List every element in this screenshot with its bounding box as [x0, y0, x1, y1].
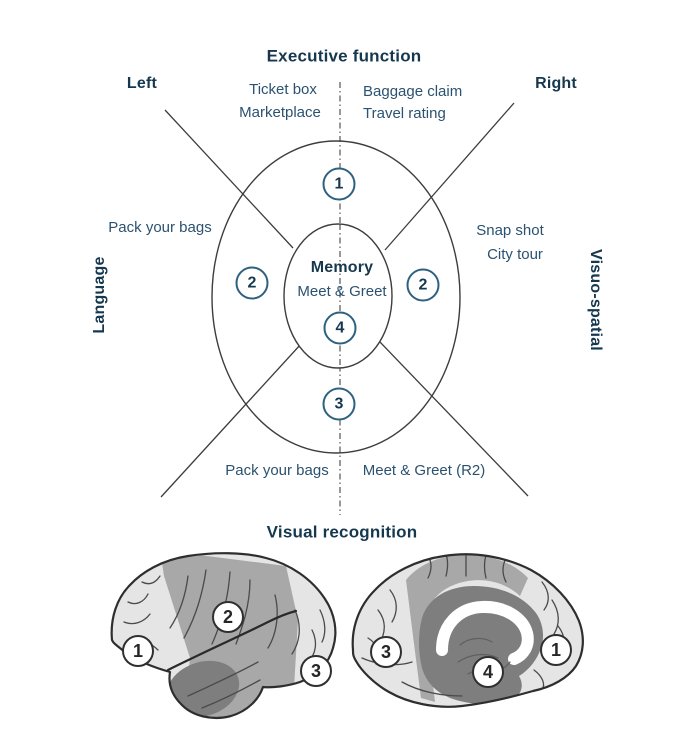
brain-medial-regions: [352, 554, 583, 707]
brain-medial-outline: [351, 553, 584, 708]
brain-lateral-marker-1: 1: [122, 635, 154, 667]
inner-memory-ellipse: [283, 223, 393, 369]
divider-top-right-line: [384, 102, 515, 251]
memory-title: Memory: [310, 259, 374, 277]
left-hemisphere-label: Left: [126, 75, 158, 93]
game-city-tour: City tour: [487, 245, 543, 263]
region-marker-visual: 3: [322, 387, 356, 421]
game-baggage-claim: Baggage claim: [363, 82, 463, 100]
executive-function-title: Executive function: [266, 46, 422, 66]
region-marker-language: 2: [235, 266, 269, 300]
brain-medial-marker-4: 4: [472, 656, 504, 688]
brain-lateral-marker-3: 3: [300, 655, 332, 687]
region-marker-visuospatial: 2: [406, 268, 440, 302]
divider-bottom-left-line: [160, 343, 302, 498]
right-hemisphere-label: Right: [535, 75, 577, 93]
visual-recognition-title: Visual recognition: [266, 522, 418, 542]
region-marker-executive: 1: [322, 167, 356, 201]
outer-ellipse: [211, 140, 461, 454]
region-marker-memory: 4: [323, 311, 357, 345]
game-pack-your-bags-visual: Pack your bags: [225, 461, 329, 479]
divider-top-left-line: [164, 109, 294, 249]
visuospatial-axis-label: Visuo-spatial: [586, 249, 604, 351]
brain-illustrations: [110, 552, 584, 720]
brain-lateral-marker-2: 2: [212, 601, 244, 633]
game-travel-rating: Travel rating: [363, 104, 446, 122]
game-marketplace: Marketplace: [239, 103, 321, 121]
game-meet-greet-r2: Meet & Greet (R2): [362, 461, 486, 479]
game-snap-shot: Snap shot: [476, 221, 544, 239]
game-ticket-box: Ticket box: [249, 80, 317, 98]
brain-medial-marker-3: 3: [370, 636, 402, 668]
game-meet-greet: Meet & Greet: [297, 282, 387, 300]
language-axis-label: Language: [91, 256, 109, 334]
game-pack-your-bags-language: Pack your bags: [108, 218, 212, 236]
brain-medial-marker-1: 1: [540, 634, 572, 666]
divider-bottom-right-line: [378, 340, 529, 497]
